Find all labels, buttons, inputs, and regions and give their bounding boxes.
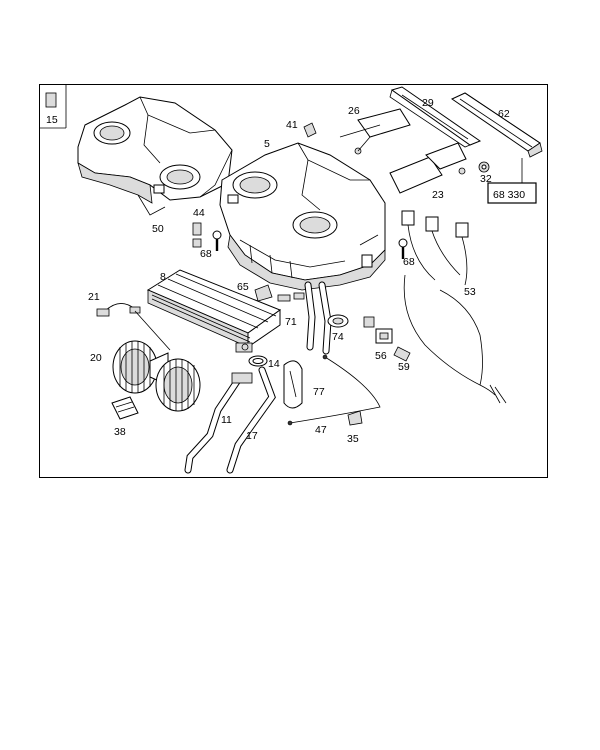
callout-8: 8 (160, 271, 166, 283)
callout-62: 62 (498, 108, 510, 120)
duct-housing-part (77, 96, 233, 216)
valve-77-part (283, 360, 303, 409)
parts-diagram-frame: 15 (39, 84, 548, 478)
hose-11-part (184, 372, 253, 474)
callout-65: 65 (237, 281, 249, 293)
exploded-parts-diagram: 15 (40, 85, 543, 474)
callout-23: 23 (432, 189, 444, 201)
corner-label: 15 (46, 114, 58, 126)
callout-41: 41 (286, 119, 298, 131)
seal-strip-29-part (389, 86, 482, 148)
wiring-harness-53-part (401, 210, 507, 404)
clip-41-part (303, 122, 317, 138)
callout-50: 50 (152, 223, 164, 235)
clip-65-part (254, 284, 273, 302)
sensor-59-part (393, 346, 411, 362)
callout-35: 35 (347, 433, 359, 445)
flap-23-part (389, 142, 467, 194)
hose-17-part (226, 366, 276, 474)
callout-47: 47 (315, 424, 327, 436)
callout-56: 56 (375, 350, 387, 362)
callout-labels: 50 41 5 26 29 62 32 23 44 68 68 8 65 53 … (88, 97, 510, 445)
reference-box: 68 330 (487, 158, 537, 204)
callout-14: 14 (268, 358, 280, 370)
callout-59: 59 (398, 361, 410, 373)
switch-56-part (363, 316, 393, 344)
callout-29: 29 (422, 97, 434, 109)
clip-35-part (347, 410, 363, 426)
clip-icon (45, 92, 57, 108)
callout-26: 26 (348, 105, 360, 117)
fasteners-71-part (277, 292, 305, 302)
callout-74: 74 (332, 331, 344, 343)
blower-motor-20-part (112, 340, 201, 412)
grommet-74-part (327, 314, 349, 328)
cable-47-part (287, 354, 381, 426)
callout-71: 71 (285, 316, 297, 328)
callout-44: 44 (193, 207, 205, 219)
callout-21: 21 (88, 291, 100, 303)
callout-53: 53 (464, 286, 476, 298)
resistor-38-part (111, 396, 139, 420)
corner-key-box: 15 (40, 85, 67, 129)
bracket-21-part (96, 303, 171, 351)
callout-17: 17 (246, 430, 258, 442)
callout-20: 20 (90, 352, 102, 364)
callout-38: 38 (114, 426, 126, 438)
callout-68-right: 68 (403, 256, 415, 268)
callout-11: 11 (221, 414, 232, 426)
o-ring-14-part (241, 343, 268, 367)
callout-68-left: 68 (200, 248, 212, 260)
heater-core-8-part (146, 269, 282, 353)
coolant-pipes-part (304, 281, 332, 355)
filter-62-part (450, 92, 543, 158)
reference-number: 68 330 (493, 189, 525, 201)
nut-32-part (478, 161, 490, 173)
flap-26-part (339, 108, 411, 155)
screws-44-68-part (192, 222, 408, 259)
callout-77: 77 (313, 386, 325, 398)
callout-5: 5 (264, 138, 270, 150)
heater-housing-part (219, 142, 386, 291)
callout-32: 32 (480, 173, 492, 185)
